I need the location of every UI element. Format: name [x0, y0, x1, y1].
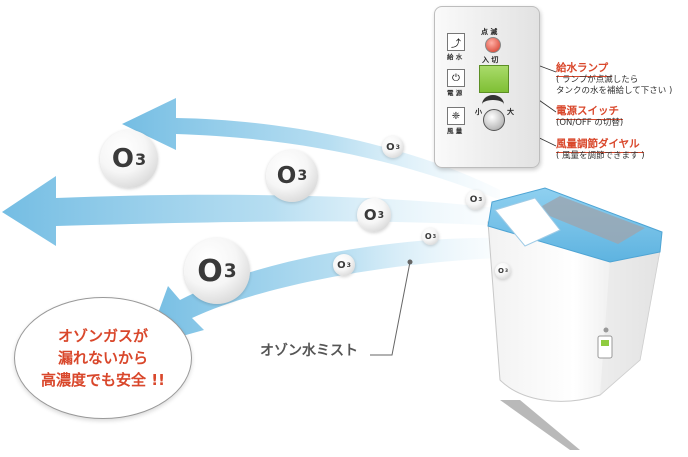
blink-label: 点 滅 — [481, 28, 498, 36]
water-icon-label: 給 水 — [447, 53, 463, 61]
high-label: 大 — [507, 108, 514, 116]
bubble-line-1: オゾンガスが — [57, 327, 148, 345]
power-icon: ⏻ — [447, 69, 465, 87]
fan-icon-label: 風 量 — [447, 127, 463, 135]
power-switch-note: (ON/OFF の切替) — [556, 118, 624, 128]
power-switch-title: 電源スイッチ — [556, 105, 623, 120]
control-panel: 点 滅 入 切 小 大 ⤴ 給 水 ⏻ 電 源 ❈ 風 量 — [434, 6, 540, 168]
water-tap-icon: ⤴ — [447, 33, 465, 51]
mist-pointer-line — [370, 261, 411, 356]
mist-arrow-1 — [122, 98, 500, 200]
mist-label: オゾン水ミスト — [260, 343, 358, 359]
water-lamp — [485, 37, 501, 53]
mist-arrow-3 — [146, 237, 500, 346]
onoff-label: 入 切 — [482, 56, 499, 64]
water-lamp-note-2: タンクの水を補給して下さい ) — [556, 86, 673, 96]
power-switch[interactable] — [479, 65, 509, 93]
bubble-line-2: 漏れないから — [57, 349, 148, 367]
water-lamp-note-1: ( ランプが点滅したら — [556, 75, 639, 85]
low-label: 小 — [475, 108, 482, 116]
mist-arrow-2 — [2, 176, 495, 246]
power-icon-label: 電 源 — [447, 89, 463, 97]
fan-dial-title: 風量調節ダイヤル — [556, 138, 644, 153]
safety-speech-bubble: オゾンガスが 漏れないから 高濃度でも安全 !! — [14, 297, 192, 419]
fan-icon: ❈ — [447, 107, 465, 125]
fan-dial[interactable] — [483, 109, 505, 131]
water-lamp-title: 給水ランプ — [556, 62, 613, 77]
humidifier-device — [487, 187, 663, 450]
fan-dial-note: ( 風量を調節できます ) — [556, 151, 645, 161]
bubble-line-3: 高濃度でも安全 !! — [41, 371, 165, 389]
mist-pointer-dot — [407, 259, 413, 265]
fan-dial-arc — [482, 95, 504, 114]
